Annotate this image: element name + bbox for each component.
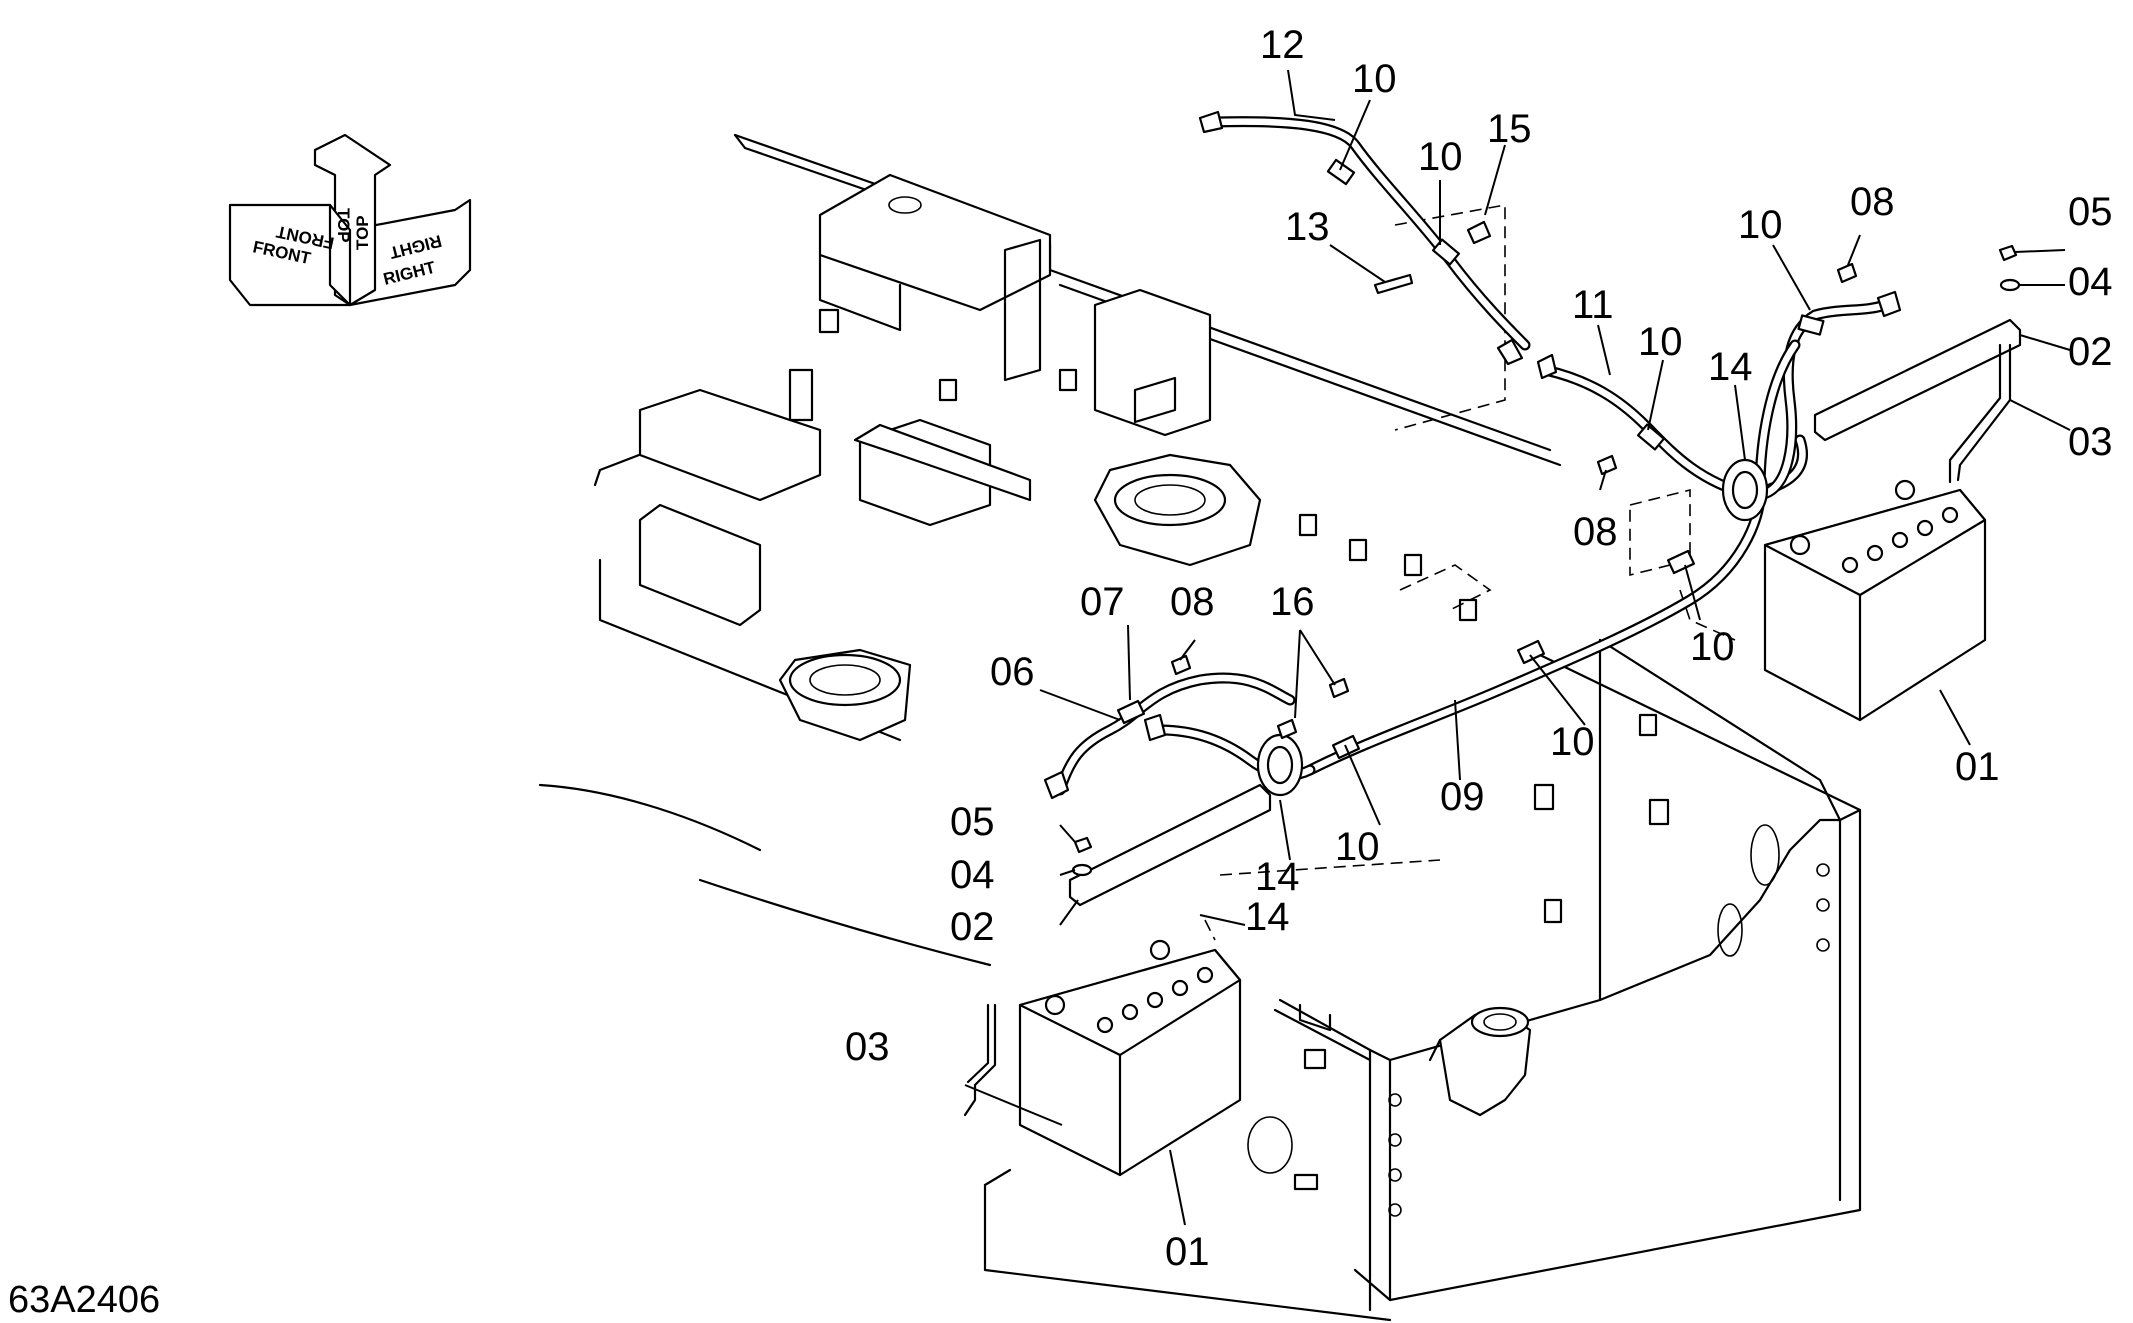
callout-03-a: 03 (2068, 420, 2113, 464)
callout-11: 11 (1572, 283, 1614, 327)
chassis-frame (593, 133, 1736, 941)
callout-04-a: 04 (2068, 260, 2113, 304)
callout-10-a: 10 (1352, 57, 1397, 101)
callout-01-b: 01 (1165, 1230, 1210, 1274)
callout-08-b: 08 (1850, 180, 1895, 224)
callout-10-f: 10 (1550, 720, 1595, 764)
hold-down-parts (963, 244, 2022, 1117)
callout-09: 09 (1440, 775, 1485, 819)
callout-14-b: 14 (1255, 855, 1300, 899)
callout-05-a: 05 (2068, 190, 2113, 234)
callout-12: 12 (1260, 23, 1305, 67)
callout-07: 07 (1080, 580, 1125, 624)
callout-10-c: 10 (1638, 320, 1683, 364)
cable-fittings (1043, 110, 1902, 800)
drawing-number: 63A2406 (8, 1279, 160, 1321)
battery-left (1018, 939, 1242, 1177)
callout-01-a: 01 (1955, 745, 2000, 789)
top-direction-label: TOP (334, 208, 353, 243)
callout-08-a: 08 (1573, 510, 1618, 554)
callout-16: 16 (1270, 580, 1315, 624)
callout-10-g: 10 (1335, 825, 1380, 869)
callout-14-c: 14 (1245, 895, 1290, 939)
leader-lines (964, 69, 2071, 1226)
top-direction-label-mirror: TOP (353, 215, 372, 250)
callout-15: 15 (1487, 107, 1532, 151)
callout-08-c: 08 (1170, 580, 1215, 624)
callout-05-b: 05 (950, 800, 995, 844)
orientation-symbol: FRONT FRONT TOP TOP RIGHT RIGHT (228, 133, 472, 307)
callout-06: 06 (990, 650, 1035, 694)
callout-03-b: 03 (845, 1025, 890, 1069)
callout-04-b: 04 (950, 853, 995, 897)
callout-02-b: 02 (950, 905, 995, 949)
callout-02-a: 02 (2068, 330, 2113, 374)
callout-10-b: 10 (1418, 135, 1463, 179)
battery-right (1763, 479, 1987, 722)
callout-labels: 12 10 10 15 13 11 10 14 08 10 08 05 04 0… (845, 23, 2113, 1274)
callout-10-e: 10 (1690, 625, 1735, 669)
callout-14-a: 14 (1708, 345, 1753, 389)
battery-tub (538, 638, 1862, 1322)
callout-13: 13 (1285, 205, 1330, 249)
callout-10-d: 10 (1738, 203, 1783, 247)
